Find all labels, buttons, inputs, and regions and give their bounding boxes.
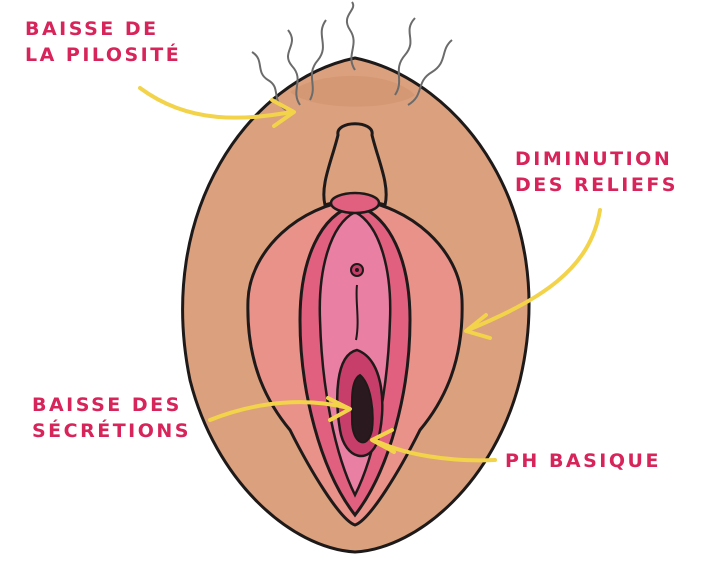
label-line: BAISSE DES (32, 392, 191, 418)
label-diminution-reliefs: DIMINUTION DES RELIEFS (515, 146, 678, 198)
clitoris (331, 193, 379, 213)
label-line: DES RELIEFS (515, 172, 678, 198)
label-line: LA PILOSITÉ (25, 42, 181, 68)
label-line: PH BASIQUE (505, 448, 661, 474)
label-ph-basique: PH BASIQUE (505, 448, 661, 474)
urethral-dot (355, 268, 359, 272)
label-baisse-secretions: BAISSE DES SÉCRÉTIONS (32, 392, 191, 444)
label-line: SÉCRÉTIONS (32, 418, 191, 444)
label-baisse-pilosite: BAISSE DE LA PILOSITÉ (25, 16, 181, 68)
label-line: BAISSE DE (25, 16, 181, 42)
label-line: DIMINUTION (515, 146, 678, 172)
